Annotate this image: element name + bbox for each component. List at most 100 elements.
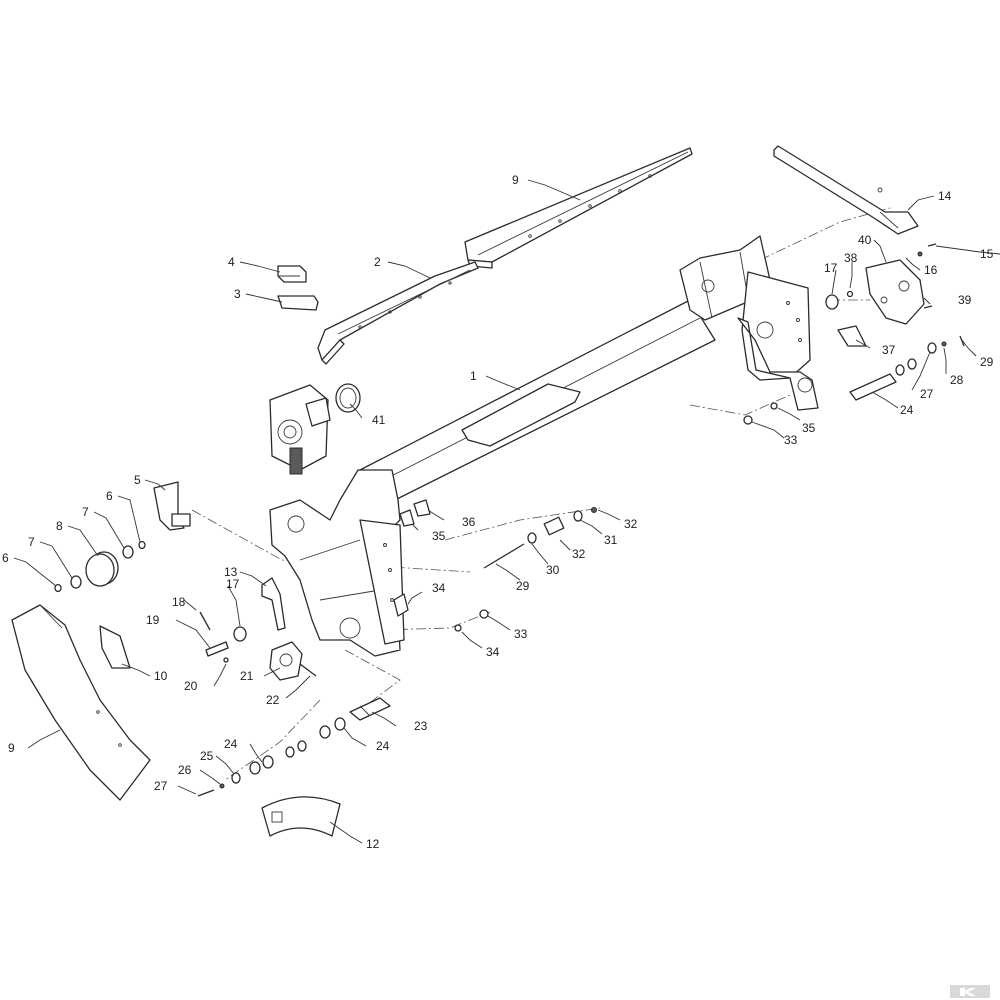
part-27a-bolt <box>197 789 215 797</box>
callout-12: 12 <box>366 837 380 851</box>
callout-1: 1 <box>470 369 477 383</box>
part-15-bolt <box>927 243 937 247</box>
callout-14: 14 <box>938 189 952 203</box>
brand-logo-icon <box>950 985 990 998</box>
alignment-lines <box>191 207 891 781</box>
part-10-plate <box>99 625 131 669</box>
part-6b-ring <box>138 540 146 550</box>
part-4-bracket <box>277 265 307 283</box>
part-28-rod <box>483 543 525 569</box>
callout-labels: 9 2 4 3 1 5 6 7 8 7 6 9 10 12 13 14 15 1… <box>2 173 994 851</box>
part-40-bracket <box>865 259 925 325</box>
callout-40: 40 <box>858 233 872 247</box>
part-5-frame <box>153 481 191 531</box>
callout-24b: 24 <box>376 739 390 753</box>
part-23b-shaft <box>849 373 897 401</box>
part-right-side-plate <box>737 271 819 411</box>
callout-21: 21 <box>240 669 254 683</box>
part-17a-bushing <box>233 626 247 642</box>
callout-17b: 17 <box>824 261 838 275</box>
callout-27b: 29 <box>980 355 994 369</box>
part-29-washers <box>527 510 583 544</box>
callout-11: 9 <box>512 173 519 187</box>
part-6a-ring <box>54 583 62 593</box>
part-22-grease-nipple <box>299 663 317 677</box>
callout-10: 10 <box>154 669 168 683</box>
part-19-pin <box>205 641 229 657</box>
callout-29a: 30 <box>546 563 560 577</box>
callout-33a: 34 <box>486 645 500 659</box>
callout-2: 2 <box>374 255 381 269</box>
part-33a-washer <box>454 624 462 632</box>
callout-26b: 28 <box>950 373 964 387</box>
callout-18: 18 <box>172 595 186 609</box>
part-14-rod <box>773 145 919 235</box>
callout-31: 32 <box>624 517 638 531</box>
part-23a-shaft <box>349 697 391 721</box>
part-27b-bolt <box>959 335 965 347</box>
part-41-ring <box>335 383 361 413</box>
part-32a-nut <box>479 609 489 619</box>
part-8-roller <box>85 551 119 587</box>
part-7a-ring <box>70 575 82 589</box>
callout-6b: 6 <box>106 489 113 503</box>
callout-24a: 24 <box>224 737 238 751</box>
part-33b-washer <box>770 402 778 410</box>
part-30-spring <box>543 516 565 536</box>
callout-15: 15 <box>980 247 994 261</box>
part-18-pin <box>199 611 211 631</box>
callout-29b: 31 <box>604 533 618 547</box>
callout-3: 3 <box>234 287 241 301</box>
part-26a-nut <box>219 783 225 789</box>
part-39-bolt <box>923 305 933 309</box>
callout-19: 19 <box>146 613 160 627</box>
part-3-bracket <box>277 295 319 311</box>
part-12-sleeve <box>261 796 341 837</box>
part-25b-washer <box>927 342 937 354</box>
callout-35: 35 <box>432 529 446 543</box>
callout-22: 22 <box>266 693 280 707</box>
part-16-nut <box>917 251 923 257</box>
callout-17a: 17 <box>226 577 240 591</box>
callout-37: 37 <box>882 343 896 357</box>
part-26b-nut <box>941 341 947 347</box>
leader-lines <box>13 179 1000 844</box>
callout-39: 39 <box>958 293 972 307</box>
part-21-bearing-block <box>269 641 303 681</box>
callout-7a: 7 <box>28 535 35 549</box>
part-11-top-plate <box>464 147 693 269</box>
callout-13: 13 <box>224 565 238 579</box>
callout-23a: 23 <box>414 719 428 733</box>
callout-9: 9 <box>8 741 15 755</box>
part-41-gearbox <box>269 384 331 475</box>
part-34-bracket <box>393 593 409 617</box>
callout-27a: 27 <box>154 779 168 793</box>
callout-26a: 26 <box>178 763 192 777</box>
callout-23b: 24 <box>900 403 914 417</box>
callout-16: 16 <box>924 263 938 277</box>
callout-20: 20 <box>184 679 198 693</box>
callout-36: 36 <box>462 515 476 529</box>
part-31-nut <box>591 507 597 513</box>
callout-8: 8 <box>56 519 63 533</box>
callout-28: 29 <box>516 579 530 593</box>
part-main-housing <box>269 469 405 657</box>
part-right-rings <box>895 358 917 376</box>
part-25a-washer <box>231 772 241 784</box>
callout-25b: 27 <box>920 387 934 401</box>
callout-34: 34 <box>432 581 446 595</box>
part-36-clip <box>413 499 431 517</box>
part-7b-ring <box>122 545 134 559</box>
callout-25a: 25 <box>200 749 214 763</box>
part-24-rings <box>249 717 346 775</box>
callout-30: 32 <box>572 547 586 561</box>
callout-33b: 35 <box>802 421 816 435</box>
part-35-clip <box>399 509 415 527</box>
part-20-clip <box>223 657 229 663</box>
part-2-long-plate <box>317 261 479 365</box>
part-32b-nut <box>743 415 753 425</box>
callout-32a: 33 <box>514 627 528 641</box>
callout-5: 5 <box>134 473 141 487</box>
part-38-washer <box>846 290 854 298</box>
